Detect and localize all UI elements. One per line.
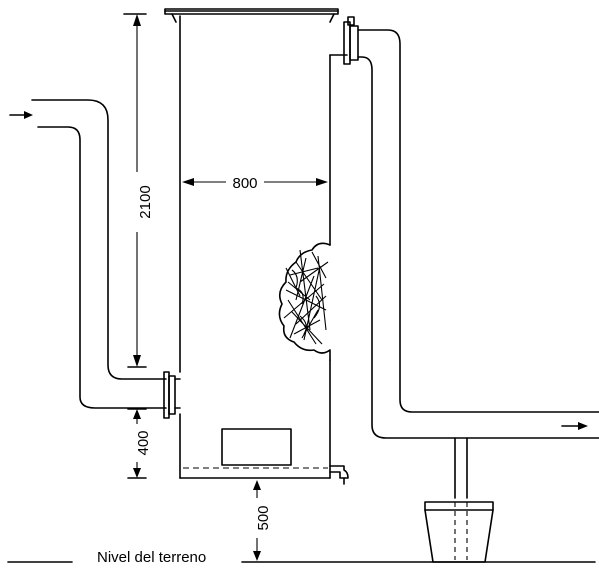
dimension-label-height: 2100 — [137, 185, 154, 218]
dimension-label-diameter: 800 — [232, 175, 257, 192]
inlet-arrow-icon — [9, 111, 33, 119]
collection-bucket — [424, 501, 494, 563]
outlet-arrow-icon — [561, 422, 588, 430]
drain-tap — [329, 465, 349, 485]
tank-body — [179, 15, 348, 479]
drop-pipe — [454, 437, 468, 560]
inlet-pipe — [31, 99, 167, 409]
outlet-pipe — [357, 29, 599, 439]
dimension-label-inlet: 400 — [135, 430, 152, 455]
dimension-height-base: 500 — [253, 480, 272, 561]
dimension-label-base: 500 — [255, 505, 272, 530]
inner-chamber — [221, 428, 292, 466]
dimension-height-tank: 2100 — [123, 13, 154, 368]
outlet-flange — [343, 16, 359, 65]
tank-lid — [164, 8, 339, 23]
ground-level-label: Nivel del terreno — [97, 549, 207, 566]
cutaway-fill-material — [278, 242, 331, 361]
dimension-diameter: 800 — [182, 175, 328, 192]
inlet-flange — [163, 371, 181, 419]
dimension-height-inlet: 400 — [127, 408, 152, 479]
